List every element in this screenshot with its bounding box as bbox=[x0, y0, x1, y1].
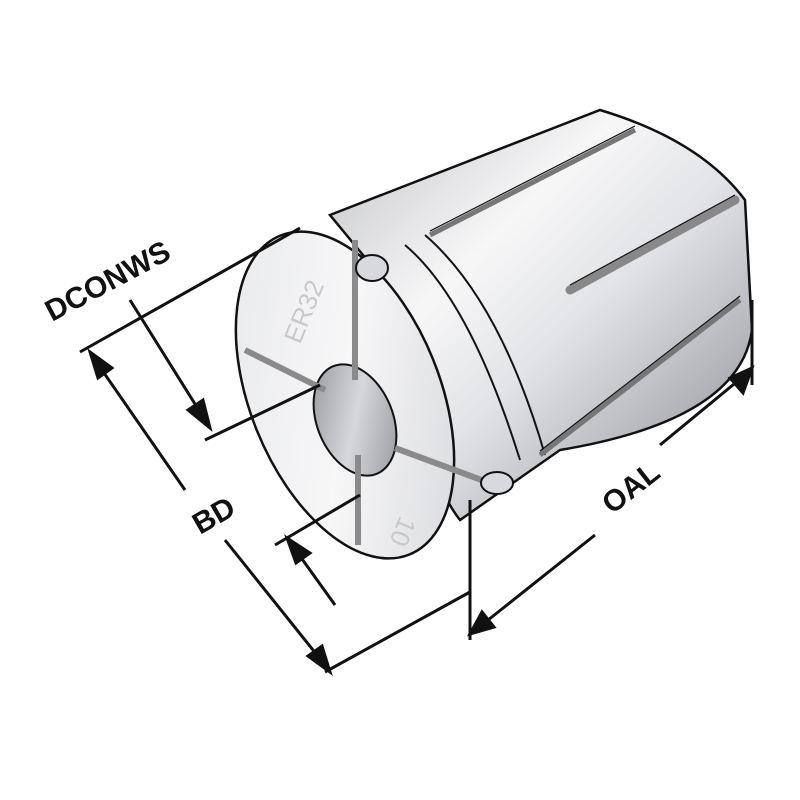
dimension-lines bbox=[79, 226, 755, 676]
label-oal: OAL bbox=[596, 456, 666, 521]
label-dconws: DCONWS bbox=[40, 235, 176, 328]
collet-front-face: ER32 10 bbox=[234, 230, 514, 560]
label-bd: BD bbox=[187, 491, 241, 541]
